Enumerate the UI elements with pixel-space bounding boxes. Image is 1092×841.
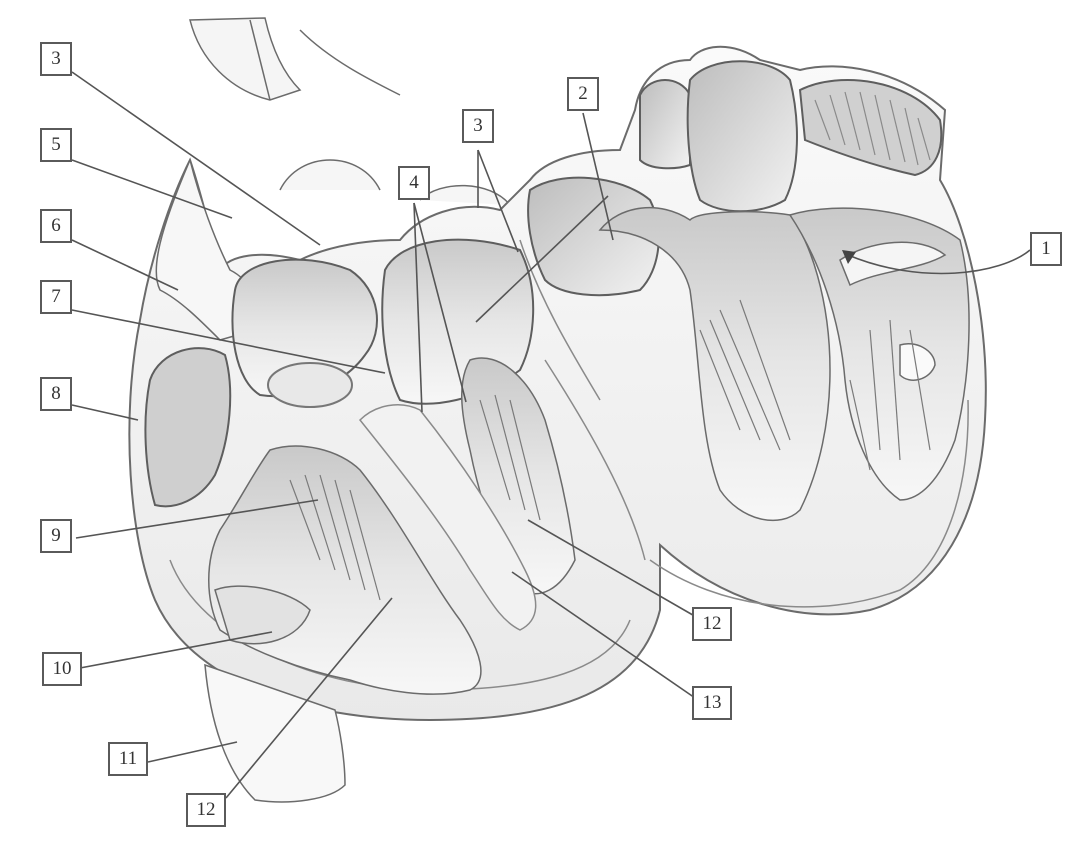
- label-12-right: 12: [692, 607, 732, 641]
- label-9: 9: [40, 519, 72, 553]
- label-10: 10: [42, 652, 82, 686]
- label-4: 4: [398, 166, 430, 200]
- label-12-bottom: 12: [186, 793, 226, 827]
- label-13: 13: [692, 686, 732, 720]
- label-5: 5: [40, 128, 72, 162]
- label-6: 6: [40, 209, 72, 243]
- label-3-top-center: 3: [462, 109, 494, 143]
- label-1: 1: [1030, 232, 1062, 266]
- label-2: 2: [567, 77, 599, 111]
- label-3-top-left: 3: [40, 42, 72, 76]
- label-7: 7: [40, 280, 72, 314]
- label-8: 8: [40, 377, 72, 411]
- label-11: 11: [108, 742, 148, 776]
